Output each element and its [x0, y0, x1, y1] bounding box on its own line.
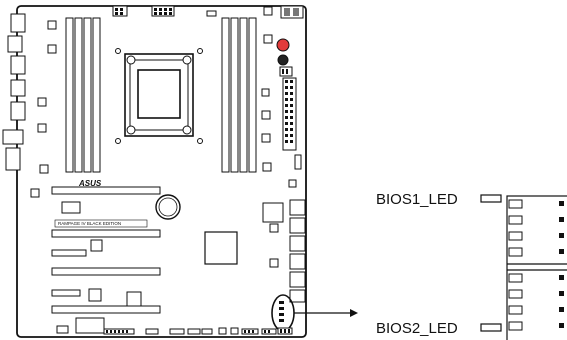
reset-button [277, 54, 289, 66]
misc-chips [61, 201, 142, 307]
top-right-connector [280, 5, 304, 19]
usb3-header [294, 154, 302, 170]
bios1-led-label: BIOS1_LED [376, 191, 458, 208]
chipset [204, 231, 238, 265]
bios1-led-marker [480, 194, 502, 203]
bios2-led-label: BIOS2_LED [376, 320, 458, 337]
rear-io-panel [2, 13, 26, 171]
switch-block [279, 66, 293, 77]
bios2-led-marker [480, 323, 502, 332]
asus-logo: ASUS [78, 179, 102, 188]
side-chip [262, 202, 284, 223]
mounting-holes [115, 48, 203, 144]
pcie-slots [51, 186, 161, 314]
zoom-arrow-head [350, 309, 358, 317]
bottom-header-pins [106, 329, 290, 333]
dimm-slots-right [221, 17, 257, 173]
cpu-socket [124, 53, 194, 137]
power-button [276, 38, 290, 52]
cpu-power-connector [112, 5, 128, 17]
small-components [30, 6, 297, 268]
bios-led-detail [506, 195, 567, 340]
atx-power-connector [282, 77, 297, 151]
board-model-text: RAMPAGE IV BLACK EDITION [58, 221, 121, 226]
fan-header [206, 10, 217, 17]
sata-ports [289, 199, 306, 303]
small-pcie-slot [51, 249, 87, 257]
cmos-battery [155, 194, 181, 220]
aux-power-connector [151, 5, 175, 17]
small-pcie-slot-2 [51, 289, 81, 297]
dimm-slots-left [65, 17, 101, 173]
bios-led-area [279, 301, 284, 322]
